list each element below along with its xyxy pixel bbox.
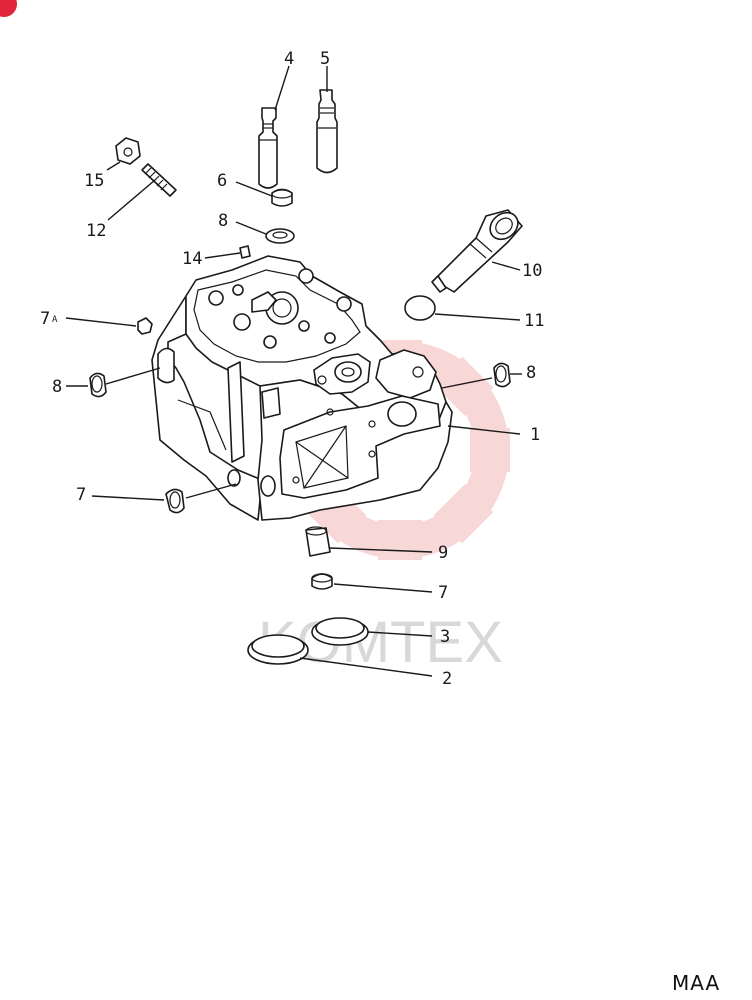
label-part-7-left: 7 [76, 485, 86, 505]
label-part-4: 4 [284, 49, 294, 69]
part-5-valve-guide [316, 89, 338, 174]
part-6-seal [271, 188, 293, 207]
label-part-8-top: 8 [218, 211, 228, 231]
label-part-6: 6 [217, 171, 227, 191]
part-7a-plug [137, 317, 153, 335]
part-7-plug-left [165, 488, 185, 514]
label-part-1: 1 [530, 425, 540, 445]
part-2-valve-seat [247, 634, 309, 665]
part-12-stud [141, 163, 177, 197]
label-part-11: 11 [524, 311, 544, 331]
part-8-washer-top [265, 228, 295, 244]
label-part-3: 3 [440, 627, 450, 647]
label-part-12: 12 [86, 221, 106, 241]
part-14-pin [239, 245, 251, 259]
corner-code: MAA [672, 971, 720, 995]
label-part-7a-suffix: A [52, 315, 58, 325]
part-8-plug-left [89, 372, 107, 398]
label-part-5: 5 [320, 49, 330, 69]
label-part-8-right: 8 [526, 363, 536, 383]
part-4-valve-guide [258, 107, 278, 189]
part-10-injector-sleeve [431, 209, 523, 293]
part-11-o-ring [404, 295, 436, 321]
part-3-valve-seat [311, 617, 369, 646]
label-part-8-left: 8 [52, 377, 62, 397]
label-part-9: 9 [438, 543, 448, 563]
part-7-cap-bottom [311, 573, 333, 590]
part-1-cylinder-head [151, 255, 453, 521]
part-9-plug [305, 526, 331, 557]
label-part-7-bottom: 7 [438, 583, 448, 603]
label-part-14: 14 [182, 249, 202, 269]
part-8-plug-right [493, 362, 511, 388]
corner-badge-icon [0, 0, 17, 17]
label-part-10: 10 [522, 261, 542, 281]
label-part-7a: 7 [40, 309, 50, 329]
label-part-15: 15 [84, 171, 104, 191]
label-part-2: 2 [442, 669, 452, 689]
part-15-nut [115, 137, 141, 165]
